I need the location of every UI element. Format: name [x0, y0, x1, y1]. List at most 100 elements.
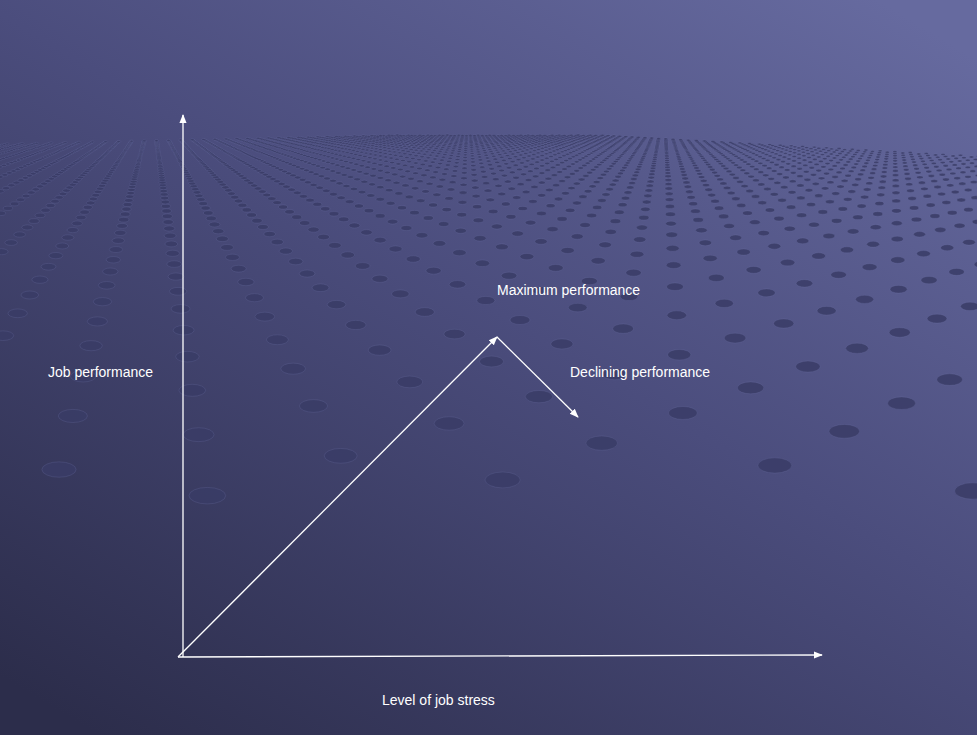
grid-dot — [714, 206, 723, 210]
grid-dot — [784, 226, 795, 231]
grid-dot — [163, 226, 174, 231]
grid-dot — [914, 232, 926, 237]
grid-dot — [573, 201, 582, 205]
grid-dot — [325, 161, 330, 163]
grid-dot — [758, 201, 767, 205]
grid-dot — [443, 168, 449, 171]
grid-dot — [708, 193, 716, 197]
grid-dot — [504, 163, 509, 165]
grid-dot — [471, 173, 477, 176]
grid-dot — [363, 172, 369, 175]
grid-dot — [949, 268, 964, 275]
grid-dot — [168, 273, 184, 280]
grid-dot — [682, 177, 689, 180]
grid-dot — [76, 215, 86, 220]
grid-dot — [2, 187, 9, 190]
grid-dot — [470, 158, 475, 160]
grid-dot — [550, 166, 555, 168]
grid-dot — [459, 191, 467, 195]
grid-dot — [513, 149, 517, 151]
grid-dot — [622, 166, 627, 168]
grid-dot — [797, 213, 807, 218]
grid-dot — [582, 164, 587, 166]
grid-dot — [520, 253, 534, 259]
grid-dot — [164, 233, 176, 238]
grid-dot — [419, 150, 423, 152]
grid-dot — [626, 186, 633, 189]
grid-dot — [367, 194, 375, 198]
grid-dot — [862, 264, 877, 271]
grid-dot — [364, 152, 368, 154]
grid-dot — [98, 282, 115, 290]
grid-dot — [934, 185, 941, 188]
grid-dot — [209, 222, 220, 227]
grid-dot — [256, 137, 260, 139]
grid-dot — [568, 158, 573, 160]
grid-dot — [378, 144, 382, 146]
grid-dot — [516, 152, 520, 154]
grid-dot — [374, 151, 378, 153]
grid-dot — [383, 156, 387, 158]
grid-dot — [349, 153, 353, 155]
grid-dot — [20, 143, 24, 145]
grid-dot — [362, 146, 366, 148]
grid-dot — [445, 196, 453, 200]
grid-dot — [376, 197, 384, 201]
grid-dot — [216, 236, 228, 242]
grid-dot — [823, 233, 835, 238]
grid-dot — [875, 201, 884, 205]
grid-dot — [345, 200, 354, 204]
grid-dot — [27, 191, 35, 195]
grid-dot — [501, 159, 506, 161]
grid-dot — [299, 270, 315, 277]
grid-dot — [361, 230, 373, 235]
grid-dot — [764, 187, 772, 190]
grid-dot — [525, 390, 552, 402]
grid-dot — [373, 154, 377, 156]
grid-dot — [666, 221, 677, 226]
grid-dot — [599, 242, 612, 248]
grid-dot — [665, 169, 671, 172]
grid-dot — [613, 324, 634, 333]
grid-dot — [651, 165, 656, 167]
grid-dot — [183, 428, 214, 442]
grid-dot — [692, 164, 697, 166]
grid-dot — [414, 155, 418, 157]
grid-dot — [171, 305, 190, 314]
grid-dot — [809, 222, 820, 227]
grid-dot — [360, 151, 364, 153]
grid-dot — [202, 139, 206, 141]
grid-dot — [51, 199, 60, 203]
grid-dot — [470, 161, 475, 163]
grid-dot — [668, 349, 691, 359]
grid-dot — [420, 163, 425, 165]
grid-dot — [831, 218, 842, 223]
grid-dot — [479, 166, 484, 168]
grid-dot — [790, 172, 796, 175]
grid-dot — [389, 246, 402, 252]
grid-dot — [527, 155, 531, 157]
grid-dot — [496, 151, 500, 153]
grid-dot — [804, 178, 811, 181]
grid-dot — [724, 333, 746, 343]
grid-dot — [453, 165, 458, 167]
grid-dot — [852, 183, 859, 186]
grid-dot — [313, 202, 322, 206]
grid-dot — [438, 150, 442, 152]
grid-dot — [246, 138, 250, 140]
grid-dot — [746, 266, 761, 273]
grid-dot — [840, 247, 853, 253]
grid-dot — [29, 219, 40, 224]
grid-dot — [335, 172, 341, 175]
grid-dot — [753, 179, 760, 182]
grid-dot — [56, 243, 69, 249]
grid-dot — [758, 171, 764, 174]
grid-dot — [383, 152, 387, 154]
grid-dot — [838, 207, 847, 211]
grid-dot — [162, 214, 172, 219]
grid-dot — [477, 156, 481, 158]
grid-dot — [255, 312, 275, 321]
grid-dot — [729, 173, 735, 176]
grid-dot — [175, 155, 179, 157]
grid-dot — [354, 163, 359, 165]
